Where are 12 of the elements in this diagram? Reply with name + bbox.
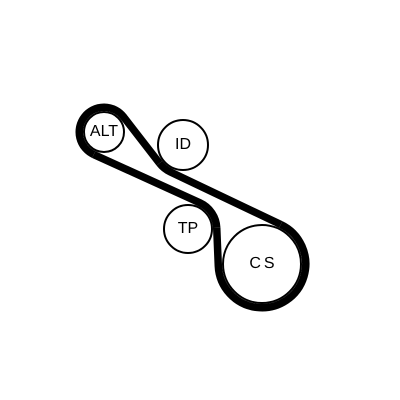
- pulley-label: ID: [175, 137, 191, 153]
- pulley: [222, 224, 302, 304]
- pulley: [157, 119, 209, 171]
- belt-section: [156, 160, 282, 228]
- pulley-label: ALT: [90, 124, 118, 140]
- belt-section: [212, 221, 310, 312]
- pulley-label: CS: [249, 256, 278, 272]
- pulley: [163, 204, 213, 254]
- belt-section: [92, 151, 220, 228]
- belt-section: [76, 104, 162, 166]
- pulley: [83, 111, 125, 153]
- pulley-label: TP: [178, 221, 198, 237]
